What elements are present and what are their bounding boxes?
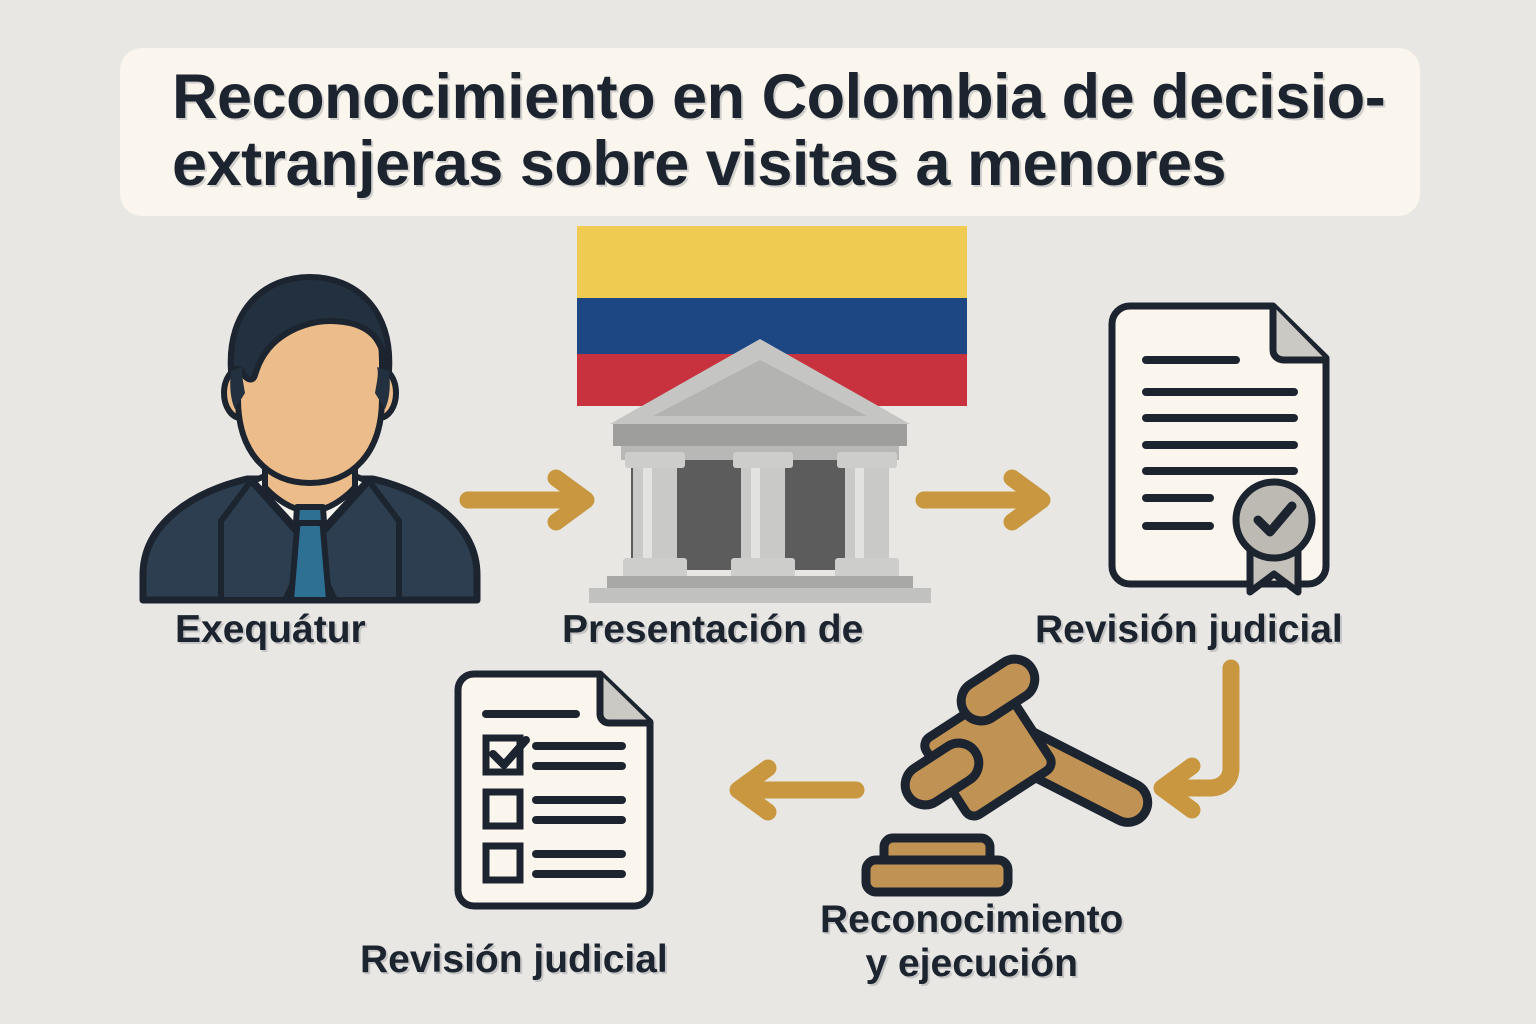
node-label-reconocimiento-ejecucion: Reconocimiento y ejecución	[820, 898, 1123, 985]
certified-document-icon	[1098, 298, 1348, 598]
gavel-icon	[860, 654, 1160, 905]
colombia-flag-icon	[577, 226, 967, 406]
node-label-exequatur: Exequátur	[175, 608, 366, 651]
courthouse-with-colombia-flag-icon	[565, 218, 985, 603]
courthouse-icon	[589, 339, 931, 603]
title-banner: Reconocimiento en Colombia de decisio- e…	[120, 48, 1420, 216]
arrow-presentacion-to-revision	[915, 469, 1058, 531]
arrow-exequatur-to-presentacion	[459, 469, 602, 531]
node-label-revision-judicial-bottom: Revisión judicial	[360, 938, 668, 981]
node-label-presentacion: Presentación de	[562, 608, 864, 651]
arrow-reconocimiento-to-revision-bottom	[712, 759, 865, 821]
title-line-1: Reconocimiento en Colombia de decisio-	[172, 61, 1386, 132]
node-label-revision-judicial-top: Revisión judicial	[1035, 608, 1343, 651]
node-label-reconocimiento-line1: Reconocimiento	[820, 898, 1124, 941]
checklist-document-icon	[448, 666, 678, 914]
title-line-2: extranjeras sobre visitas a menores	[172, 129, 1227, 199]
arrow-revision-to-reconocimiento	[1140, 659, 1270, 820]
node-label-reconocimiento-line2: y ejecución	[865, 941, 1078, 985]
person-in-suit-icon	[125, 274, 495, 604]
